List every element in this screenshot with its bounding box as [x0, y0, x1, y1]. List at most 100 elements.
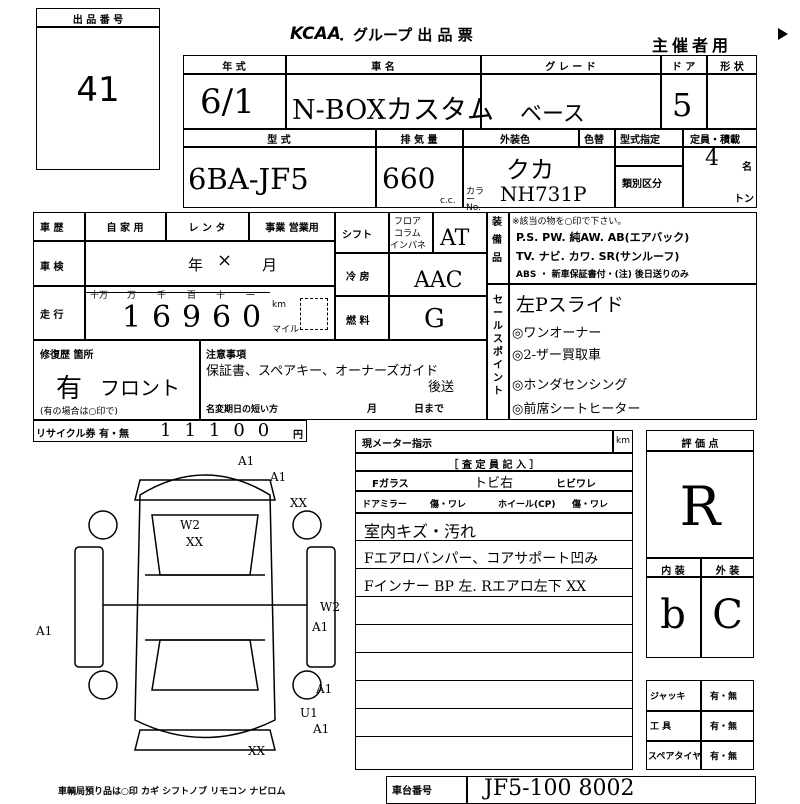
capacity-value: 4	[705, 146, 719, 171]
assessor-note: 室内キズ・汚れ	[364, 522, 477, 541]
mileage-label: 走 行	[40, 310, 64, 321]
fuel-label: 燃 料	[346, 316, 370, 327]
equipment-line2: TV. ナビ. カワ. SR(サンルーフ)	[516, 250, 680, 263]
sales-point-box	[487, 284, 757, 420]
damage-mark: A1	[36, 624, 53, 638]
glass-crack: ヒビワレ	[556, 479, 596, 490]
recycle-box	[33, 420, 307, 442]
shift-label: シフト	[342, 230, 372, 241]
fuel-value: G	[424, 304, 445, 334]
equipment-line3: ABS ・ 新車保証書付・(注) 後日送りのみ	[516, 270, 689, 280]
model-value: 6BA-JF5	[188, 162, 309, 196]
door-label: ド ア	[671, 62, 696, 73]
mileage-unit-1k: 千	[157, 291, 167, 301]
recycle-label: リサイクル券 有・無	[36, 429, 129, 440]
wheel-value: 傷・ワレ	[572, 500, 609, 510]
meter-label: 現メーター指示	[362, 439, 432, 450]
exterior-score: C	[712, 592, 743, 638]
tool-label: ジャッキ	[650, 692, 686, 702]
mileage-unit-1: 一	[246, 291, 256, 301]
inspection-label: 車 検	[40, 262, 64, 273]
history-private: 自 家 用	[106, 223, 144, 234]
displacement-label: 排 気 量	[400, 135, 438, 146]
equipment-note: ※該当の物を○印で下さい。	[512, 217, 627, 227]
vehicle-info-grid	[183, 55, 757, 208]
lot-number-box	[36, 8, 160, 170]
repair-label: 修復歴 箇所	[40, 350, 94, 361]
shift-option-floor: フロア	[394, 217, 422, 227]
capacity-unit: 名	[742, 162, 752, 173]
caution-day: 日まで	[414, 404, 444, 415]
tool-value: 有・無	[710, 752, 738, 762]
header-host: 主催者用	[652, 36, 733, 55]
history-rental: レ ン タ	[188, 223, 226, 234]
mirror-value: 傷・ワレ	[430, 500, 467, 510]
ton-unit: トン	[734, 194, 754, 205]
caution-text: 保証書、スペアキー、オーナーズガイド	[206, 364, 439, 379]
year-value: 6/1	[200, 82, 255, 122]
year-label: 年 式	[222, 62, 246, 73]
sales-point-label: セールスポイント	[493, 295, 503, 397]
exterior-color-label: 外装色	[500, 135, 530, 146]
displacement-value: 660	[382, 162, 436, 195]
sales-point-line: ◎前席シートヒーター	[512, 402, 641, 417]
caution-deadline-label: 名変期日の短い方	[206, 405, 279, 415]
damage-mark: W2	[320, 600, 340, 614]
damage-mark: W2	[180, 518, 200, 532]
shape-label: 形 状	[720, 62, 744, 73]
color-change-label: 色替	[584, 135, 604, 146]
damage-mark: U1	[300, 706, 318, 720]
lot-number: 41	[76, 70, 120, 110]
grade-value: ベース	[520, 102, 585, 127]
glass-value: トビ右	[474, 476, 514, 491]
model-label: 型 式	[267, 135, 291, 146]
mileage-unit-100k: 十万	[90, 291, 109, 301]
caution-month: 月	[367, 404, 377, 415]
mirror-label: ドアミラー	[362, 500, 407, 510]
equipment-box	[487, 212, 757, 284]
exterior-label: 外 装	[715, 566, 740, 577]
door-value: 5	[672, 86, 693, 124]
history-table	[33, 212, 335, 340]
km-label: km	[272, 300, 286, 310]
mileage-unit-100: 百	[187, 291, 197, 301]
damage-mark: A1	[316, 682, 333, 696]
sales-point-line: ◎ワンオーナー	[512, 326, 602, 341]
inspection-year: 年	[188, 256, 204, 274]
recycle-value: 11100	[160, 420, 283, 441]
shift-value: AT	[440, 226, 470, 251]
header-brand: KCAA	[290, 24, 341, 44]
header-title: ．グループ 出 品 票	[338, 26, 473, 44]
caution-box	[200, 340, 487, 420]
repair-note: (有の場合は○印で)	[40, 407, 118, 417]
class-label: 類別区分	[622, 179, 662, 190]
score-box	[646, 430, 754, 558]
mileage-digit: 9	[182, 300, 202, 335]
assessor-note: Fインナー BP 左. Rエアロ左下 XX	[364, 579, 587, 595]
mileage-digit: 1	[122, 300, 142, 335]
corner-mark-icon	[778, 28, 788, 40]
mileage-digit: 6	[152, 300, 172, 335]
lot-number-label: 出 品 番 号	[72, 15, 124, 26]
interior-label: 内 装	[661, 566, 685, 577]
tool-value: 有・無	[710, 722, 738, 732]
damage-mark: A1	[312, 620, 329, 634]
caution-label: 注意事項	[206, 350, 246, 361]
car-name-value: N-BOXカスタム	[292, 95, 494, 126]
tool-label: スペアタイヤ	[648, 752, 702, 762]
score-value: R	[679, 475, 721, 538]
score-label: 評 価 点	[681, 439, 719, 450]
vehicle-damage-diagram	[74, 474, 336, 751]
mileage-unit-10k: 万	[127, 291, 137, 301]
ac-value: AAC	[414, 268, 463, 293]
grade-label: グ レ ー ド	[545, 62, 596, 73]
damage-mark: A1	[238, 454, 255, 468]
mile-checkbox	[300, 298, 328, 330]
assessor-box	[355, 430, 633, 770]
shift-ac-fuel-table	[335, 212, 487, 340]
meter-unit: km	[616, 436, 630, 446]
capacity-label: 定員・積載	[690, 135, 740, 146]
color-code-label: カラー No.	[466, 187, 485, 213]
repair-place: フロント	[100, 376, 180, 400]
damage-mark: A1	[313, 722, 330, 736]
